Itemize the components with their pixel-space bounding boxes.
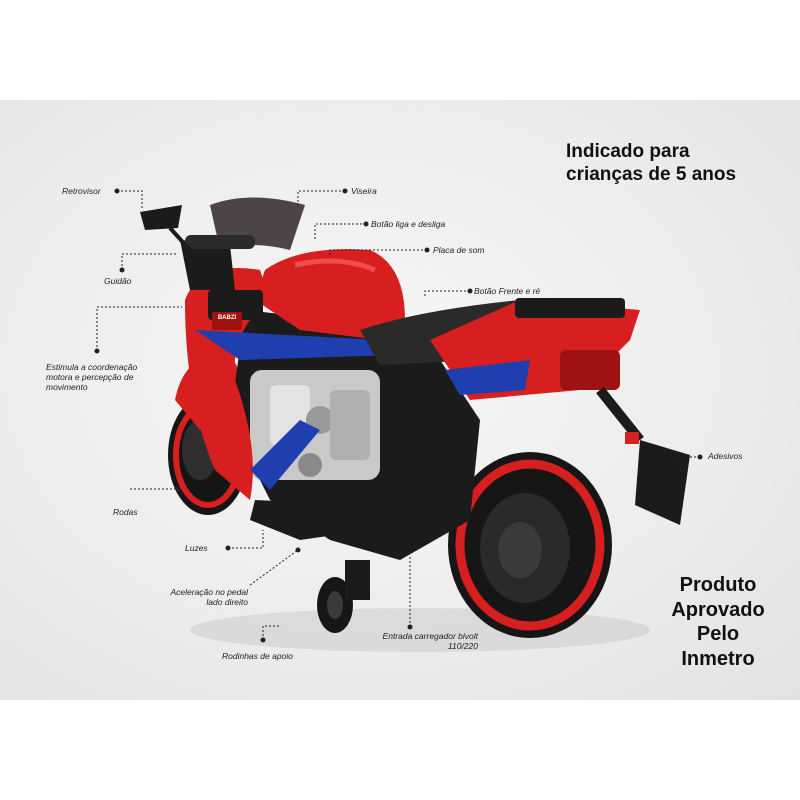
callout-estimula: Estimula a coordenação motora e percepçã…	[46, 362, 138, 392]
approval-line-3: Pelo	[696, 623, 740, 645]
blue-stripe	[195, 330, 395, 360]
age-line-2: crianças de 5 anos	[566, 164, 737, 185]
approval-statement: Produto Aprovado Pelo Inmetro	[648, 573, 788, 671]
callout-rodinhas: Rodinhas de apoio	[222, 651, 293, 661]
callout-retrovisor: Retrovisor	[62, 186, 101, 196]
callout-botao-frente: Botão Frente e ré	[474, 286, 541, 296]
fuel-tank	[255, 249, 405, 340]
callout-aceleracao: Aceleração no pedal lado direito	[170, 587, 248, 607]
callout-botao-liga: Botão liga e desliga	[371, 219, 446, 229]
approval-line-1: Produto	[679, 574, 757, 596]
callout-guidao: Guidão	[104, 276, 132, 286]
callout-rodas: Rodas	[113, 507, 138, 517]
tail-light	[445, 360, 530, 395]
age-line-1: Indicado para	[566, 141, 690, 162]
handlebar	[180, 240, 235, 290]
training-wheel	[317, 560, 370, 633]
license-plate	[635, 440, 690, 525]
callout-adesivos: Adesivos	[708, 451, 743, 461]
callout-viseira: Viseira	[351, 186, 377, 196]
rear-wheel	[448, 452, 612, 638]
approval-line-4: Inmetro	[681, 647, 755, 670]
callout-dots	[94, 188, 703, 643]
age-recommendation: Indicado para crianças de 5 anos	[566, 140, 766, 186]
callout-placa-som: Placa de som	[433, 245, 485, 255]
callout-entrada: Entrada carregador bivolt 110/220	[382, 631, 478, 651]
callout-leaders	[96, 190, 700, 640]
side-fairing	[185, 268, 270, 500]
brand-badge: BABZI	[217, 315, 237, 321]
footrest	[250, 500, 370, 540]
approval-line-2: Aprovado	[671, 598, 765, 621]
mirror	[140, 205, 182, 230]
callout-luzes: Luzes	[185, 543, 208, 553]
